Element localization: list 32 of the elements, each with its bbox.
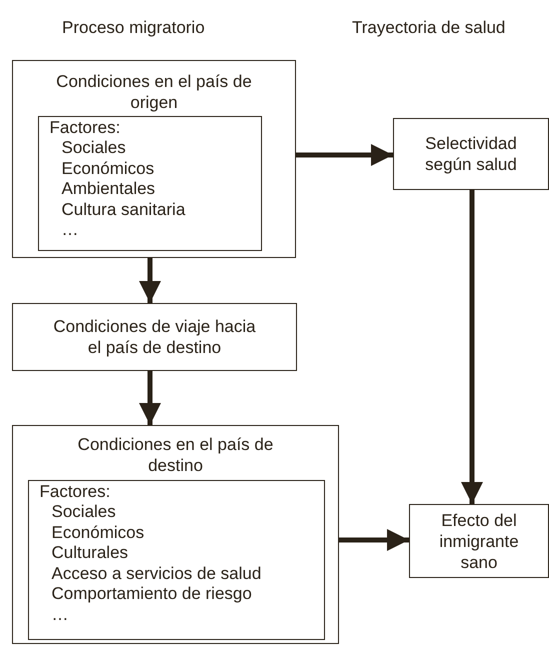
- box-label: Efecto del inmigrante sano: [438, 510, 520, 572]
- list-item: Económicos: [52, 522, 144, 542]
- box-label: Selectividad según salud: [424, 133, 518, 175]
- arrow: [139, 258, 161, 303]
- list-item: Cultura sanitaria: [62, 200, 186, 218]
- column-heading: Trayectoria de salud: [352, 18, 506, 38]
- list-item: …: [52, 604, 68, 624]
- factor-list-box: [38, 116, 262, 250]
- factor-list-box: [28, 480, 324, 640]
- arrow: [296, 144, 393, 166]
- list-item: Acceso a servicios de salud: [52, 564, 262, 582]
- list-item: …: [62, 220, 78, 239]
- process-box: [12, 425, 339, 644]
- list-item: Sociales: [62, 138, 126, 157]
- box-label: Condiciones en el país de origen: [55, 71, 253, 113]
- process-box: [393, 118, 549, 190]
- list-item: Sociales: [52, 502, 116, 521]
- process-box: [12, 303, 297, 371]
- process-box: [409, 504, 549, 578]
- box-label: Condiciones de viaje hacia el país de destino: [52, 316, 257, 358]
- list-item: Comportamiento de riesgo: [52, 584, 252, 603]
- list-heading: Factores:: [40, 482, 110, 500]
- arrow: [461, 190, 483, 504]
- arrow: [339, 529, 409, 551]
- list-item: Culturales: [52, 543, 128, 562]
- list-heading: Factores:: [50, 118, 120, 136]
- column-heading: Proceso migratorio: [62, 18, 205, 38]
- list-item: Ambientales: [62, 179, 156, 198]
- box-label: Condiciones en el país de destino: [76, 434, 274, 476]
- arrow: [139, 371, 161, 425]
- list-item: Económicos: [62, 158, 154, 178]
- process-box: [12, 60, 296, 258]
